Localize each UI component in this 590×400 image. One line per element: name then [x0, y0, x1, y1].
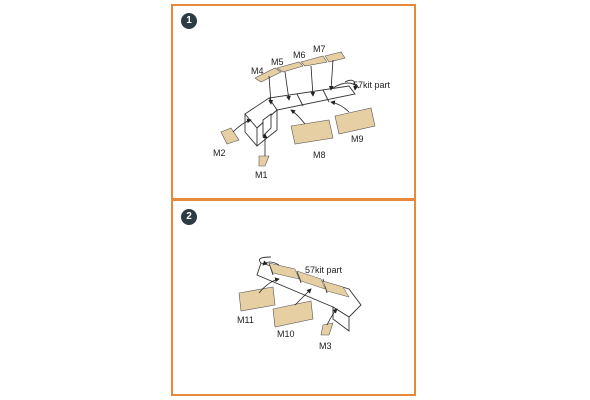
kit-part-arrow: [262, 260, 280, 266]
label-m8: M8: [313, 150, 326, 160]
step-2-badge: 2: [181, 209, 197, 225]
mask-m6: [300, 55, 328, 67]
mask-m8: [290, 119, 334, 145]
mask-m5: [276, 61, 304, 73]
label-m5: M5: [271, 57, 284, 67]
label-m9: M9: [351, 134, 364, 144]
label-kit-part: 57kit part: [305, 265, 343, 275]
canopy-top-masks: [268, 262, 350, 298]
mask-m3: [320, 322, 334, 336]
label-m1: M1: [255, 170, 268, 180]
step-1-badge: 1: [181, 13, 197, 29]
canopy-frame: [244, 85, 356, 147]
side-arrows: [258, 277, 338, 326]
side-arrows: [232, 100, 350, 156]
label-m10: M10: [277, 329, 295, 339]
kit-part-outline: [258, 256, 272, 264]
mask-m7: [324, 51, 346, 63]
label-m2: M2: [213, 148, 226, 158]
label-m4: M4: [251, 66, 264, 76]
label-m7: M7: [313, 44, 326, 54]
label-m3: M3: [319, 341, 332, 351]
kit-part-arrow: [344, 79, 358, 91]
side-masks: [238, 286, 334, 336]
mask-m2: [220, 127, 240, 145]
step-1-diagram: M4 M5 M6 M7 57kit part M2 M1 M8 M9: [213, 44, 391, 180]
label-m6: M6: [293, 50, 306, 60]
step-2-diagram: 57kit part M11 M10 M3: [237, 256, 362, 351]
mask-m10: [272, 300, 314, 328]
mask-m1: [258, 155, 270, 167]
top-arrows: [268, 59, 334, 105]
mask-m9: [334, 107, 376, 135]
side-masks: [220, 107, 376, 167]
step-1-panel: 1: [171, 4, 416, 200]
mask-m11: [238, 286, 276, 312]
top-masks: [254, 51, 346, 83]
step-2-panel: 2: [171, 199, 416, 396]
mask-m4: [254, 67, 282, 83]
label-kit-part: 57kit part: [353, 80, 391, 90]
label-m11: M11: [237, 315, 254, 325]
